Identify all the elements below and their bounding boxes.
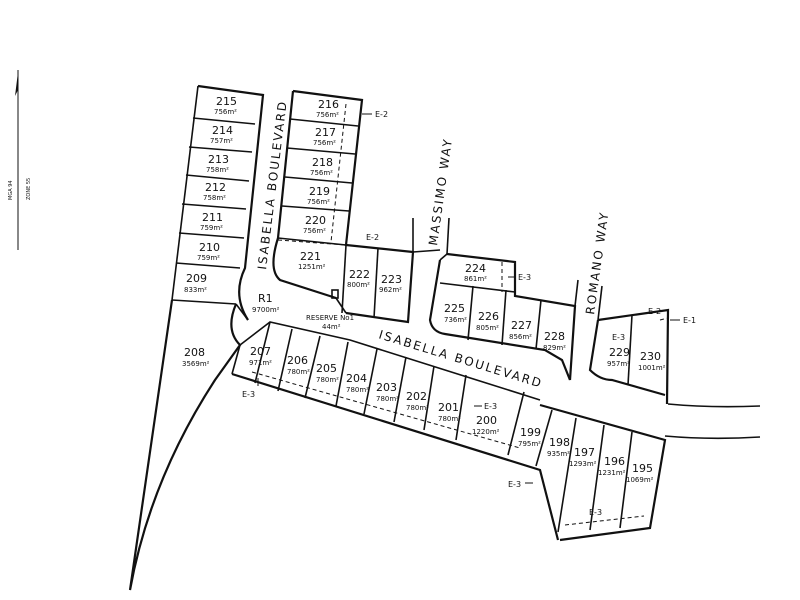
lot-area: 757m²	[210, 137, 233, 145]
lot-number: 221	[300, 250, 321, 263]
easement-label: E-3	[508, 480, 521, 489]
lot-number: 214	[212, 124, 233, 137]
lot-area: 861m²	[464, 275, 487, 283]
lot-number: 203	[376, 381, 397, 394]
lot-area: 756m²	[310, 169, 333, 177]
lot-area: 756m²	[316, 111, 339, 119]
lot-area: 795m²	[518, 440, 541, 448]
lot-number: 218	[312, 156, 333, 169]
road-massimo: MASSIMO WAY	[426, 137, 455, 247]
lot-area: 1220m²	[472, 428, 500, 436]
lot-number: 213	[208, 153, 229, 166]
lot-area: 758m²	[206, 166, 229, 174]
lot-labels: 215 756m² 214 757m² 213 758m² 212 758m² …	[182, 95, 666, 484]
lot-boundaries	[128, 84, 761, 591]
lot-number: 212	[205, 181, 226, 194]
lot-number: 228	[544, 330, 565, 343]
lot-number: 200	[476, 414, 497, 427]
lot-area: 759m²	[197, 254, 220, 262]
grid-marker: MGA 94 ZONE 55	[8, 70, 32, 250]
lot-area: 957m²	[607, 360, 630, 368]
lot-number: 202	[406, 390, 427, 403]
lot-number: 207	[250, 345, 271, 358]
lot-area: 756m²	[307, 198, 330, 206]
lot-number: 196	[604, 455, 625, 468]
lot-area: 756m²	[214, 108, 237, 116]
lot-area: 759m²	[200, 224, 223, 232]
lot-area: 780m²	[346, 386, 369, 394]
lot-number: 227	[511, 319, 532, 332]
lot-number: 199	[520, 426, 541, 439]
lot-area: 1069m²	[626, 476, 654, 484]
lot-area: 756m²	[303, 227, 326, 235]
easement-label: E-3	[589, 508, 602, 517]
lot-number: 217	[315, 126, 336, 139]
lot-number: 223	[381, 273, 402, 286]
lot-number: 215	[216, 95, 237, 108]
lot-area: 971m²	[249, 359, 272, 367]
lot-area: 780m²	[287, 368, 310, 376]
lot-area: 1251m²	[298, 263, 326, 271]
lot-number: 222	[349, 268, 370, 281]
easement-label: E-1	[683, 316, 696, 325]
easement-labels: E-2 E-2 E-3 E-2 E-1 E-3 E-3 E-3 E-3 E-3	[242, 110, 696, 517]
lot-number: 226	[478, 310, 499, 323]
zone-label: ZONE 55	[26, 178, 32, 200]
easement-label: E-2	[648, 307, 661, 316]
lot-area: 833m²	[184, 286, 207, 294]
lot-area: 1231m²	[598, 469, 626, 477]
lot-area: 829m²	[543, 344, 566, 352]
lot-number: 209	[186, 272, 207, 285]
lot-area: 780m²	[438, 415, 461, 423]
lot-number: 206	[287, 354, 308, 367]
lot-number: 211	[202, 211, 223, 224]
lot-number: 220	[305, 214, 326, 227]
easement-label: E-3	[242, 390, 255, 399]
lot-area: 800m²	[347, 281, 370, 289]
reserve-r1-label: R1	[258, 292, 273, 305]
easement-label: E-3	[518, 273, 531, 282]
lot-number: 225	[444, 302, 465, 315]
lot-area: 758m²	[203, 194, 226, 202]
lot-number: 195	[632, 462, 653, 475]
lot-area: 780m²	[316, 376, 339, 384]
lot-area: 736m²	[444, 316, 467, 324]
lot-area: 780m²	[406, 404, 429, 412]
lot-area: 962m²	[379, 286, 402, 294]
reserve-1-area: 44m²	[322, 323, 341, 331]
lot-number: 201	[438, 401, 459, 414]
easement-label: E-2	[375, 110, 388, 119]
lot-number: 208	[184, 346, 205, 359]
easement-label: E-3	[484, 402, 497, 411]
reserve-r1-area: 9700m²	[252, 306, 280, 314]
lot-number: 219	[309, 185, 330, 198]
lot-area: 1001m²	[638, 364, 666, 372]
lot-area: 3569m²	[182, 360, 210, 368]
easement-label: E-3	[612, 333, 625, 342]
lot-area: 780m²	[376, 395, 399, 403]
lot-area: 1293m²	[569, 460, 597, 468]
lot-number: 224	[465, 262, 486, 275]
lot-number: 204	[346, 372, 367, 385]
easement-label: E-2	[366, 233, 379, 242]
road-romano: ROMANO WAY	[583, 210, 611, 315]
lot-area: 935m²	[547, 450, 570, 458]
lot-area: 856m²	[509, 333, 532, 341]
lot-area: 756m²	[313, 139, 336, 147]
lot-number: 216	[318, 98, 339, 111]
lot-number: 197	[574, 446, 595, 459]
lot-area: 805m²	[476, 324, 499, 332]
grid-label: MGA 94	[8, 180, 14, 200]
lot-number: 210	[199, 241, 220, 254]
lot-number: 230	[640, 350, 661, 363]
lot-number: 198	[549, 436, 570, 449]
lot-number: 229	[609, 346, 630, 359]
reserve-1-label: RESERVE No1	[306, 314, 354, 322]
lot-number: 205	[316, 362, 337, 375]
